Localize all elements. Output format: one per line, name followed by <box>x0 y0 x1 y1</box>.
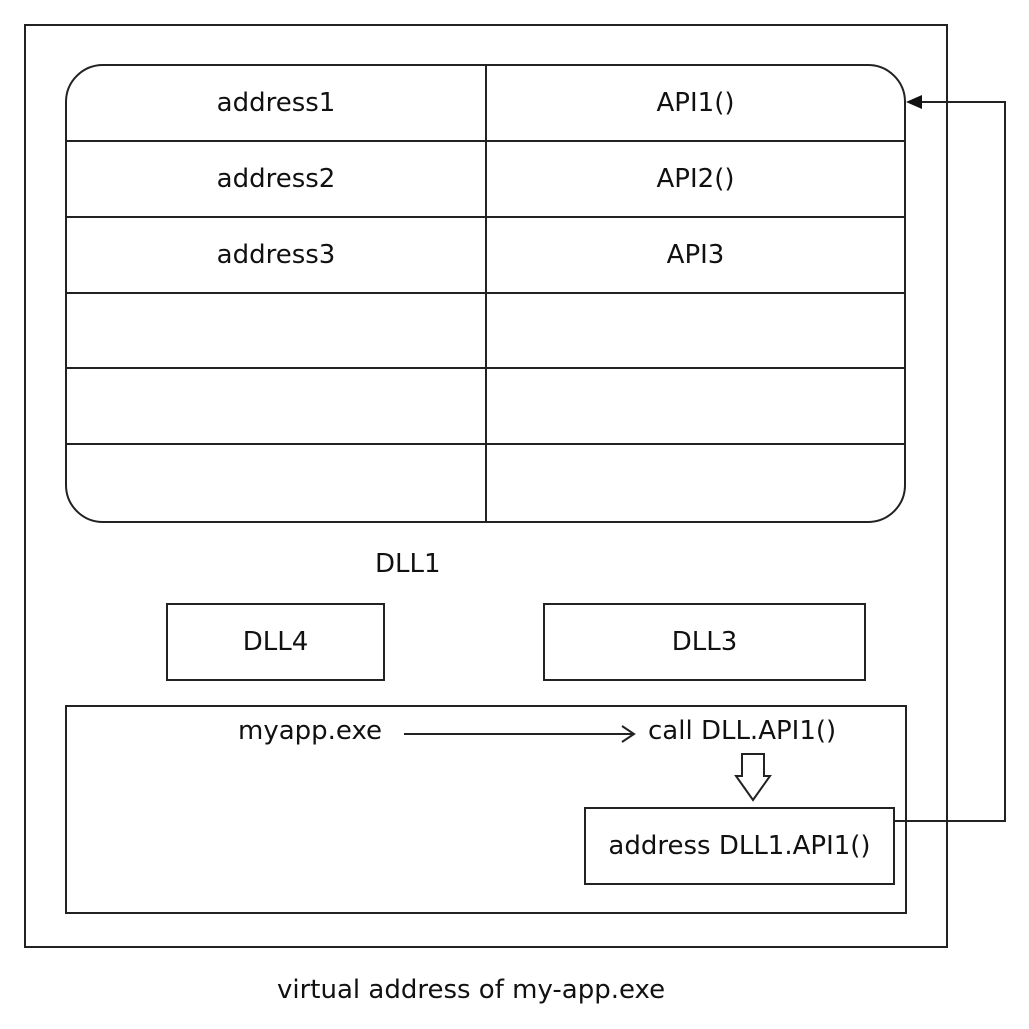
call-api-label: call DLL.API1() <box>648 716 837 746</box>
api-cell <box>487 369 904 446</box>
resolved-address-label: address DLL1.API1() <box>608 831 871 861</box>
dll4-box: DLL4 <box>166 603 385 681</box>
api-cell: API3 <box>487 218 904 294</box>
api-cell: API1() <box>487 66 904 142</box>
caption: virtual address of my-app.exe <box>277 975 666 1005</box>
dll3-box: DLL3 <box>543 603 866 681</box>
address-cell: address2 <box>67 141 487 218</box>
dll3-label: DLL3 <box>671 627 738 657</box>
address-cell <box>67 369 487 446</box>
dll4-label: DLL4 <box>242 627 309 657</box>
resolved-address-box: address DLL1.API1() <box>584 807 895 885</box>
address-cell <box>67 293 487 370</box>
api-cell <box>487 294 904 370</box>
address-cell: address1 <box>67 66 487 142</box>
dll1-label: DLL1 <box>375 549 441 579</box>
address-cell: address3 <box>67 217 487 294</box>
dll1-export-table: address1 API1() address2 API2() address3… <box>65 64 906 523</box>
myapp-exe-label: myapp.exe <box>238 716 383 746</box>
api-cell <box>487 445 904 521</box>
api-cell: API2() <box>487 142 904 218</box>
address-cell <box>67 445 487 521</box>
